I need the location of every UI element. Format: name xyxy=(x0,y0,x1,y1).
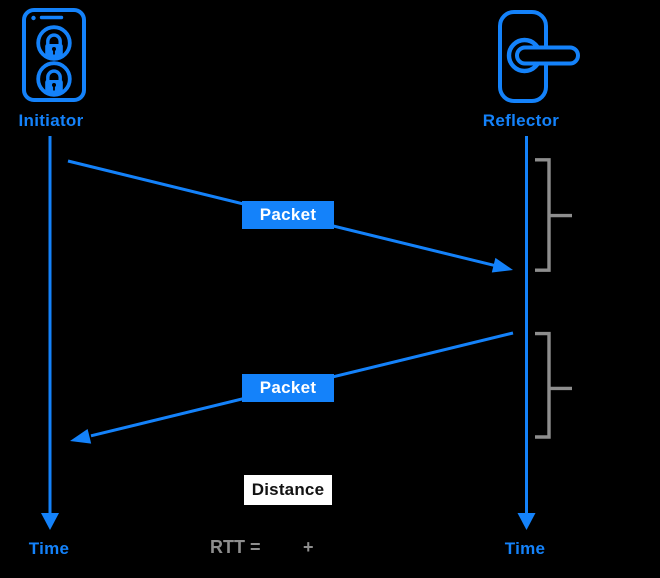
reflector-label: Reflector xyxy=(482,111,560,130)
down-arrowhead-icon xyxy=(41,513,59,530)
distance-label: Distance xyxy=(251,480,325,499)
reflector-timeline xyxy=(517,136,536,530)
door-lever xyxy=(515,45,580,66)
phone-camera-dot xyxy=(31,15,36,21)
return-packet-label: Packet xyxy=(259,378,317,397)
padlock-icon xyxy=(36,61,72,97)
initiator-label: Initiator xyxy=(18,111,84,130)
return-packet-badge: Packet xyxy=(242,374,334,402)
padlock-icon xyxy=(36,25,72,61)
distance-badge: Distance xyxy=(244,475,332,505)
forward-packet-label: Packet xyxy=(259,205,317,224)
door-handle-lock-icon xyxy=(498,10,580,103)
initiator-timeline xyxy=(41,136,59,530)
forward-packet-badge: Packet xyxy=(242,201,334,229)
flight-time-bracket-upper xyxy=(535,158,572,272)
rtt-formula-lhs: RTT = xyxy=(210,537,261,557)
arrowhead-icon xyxy=(491,257,513,273)
initiator-time-label: Time xyxy=(28,539,70,558)
smartphone-with-padlocks-icon xyxy=(22,8,86,102)
arrowhead-icon xyxy=(70,429,92,444)
rtt-formula-plus: + xyxy=(303,537,314,557)
flight-time-bracket-lower xyxy=(535,331,572,439)
down-arrowhead-icon xyxy=(517,513,536,530)
reflector-time-label: Time xyxy=(504,539,546,558)
